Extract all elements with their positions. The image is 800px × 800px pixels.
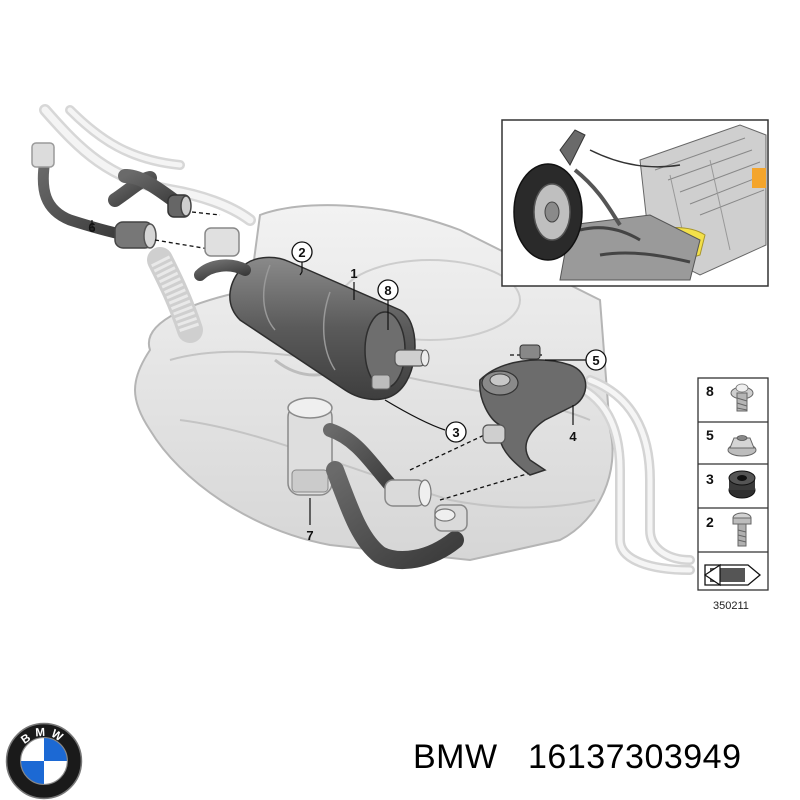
footer-part-number: 16137303949 [528, 738, 742, 776]
callout-8: 8 [384, 283, 391, 298]
hose-6 [31, 142, 192, 249]
callout-6: 6 [88, 220, 95, 235]
callouts: 2 1 8 5 3 4 6 7 [88, 220, 607, 543]
callout-2: 2 [298, 245, 305, 260]
nut-icon [727, 435, 757, 457]
legend-number-5: 5 [706, 427, 714, 443]
pump-hose [323, 423, 468, 569]
callout-4: 4 [569, 429, 577, 444]
diagnosis-pump [287, 397, 333, 496]
direction-arrow-icon [703, 563, 762, 587]
carbon-canister [194, 227, 430, 401]
callout-7: 7 [306, 528, 313, 543]
right-pipes [555, 375, 695, 575]
bmw-logo: BMW [5, 722, 83, 800]
callout-5: 5 [592, 353, 599, 368]
hardware-legend: 8 5 3 2 [697, 377, 769, 612]
grommet-icon [728, 470, 756, 499]
reference-code: 350211 [713, 600, 749, 612]
callout-1: 1 [350, 266, 357, 281]
vehicle-location-inset [501, 119, 769, 287]
legend-number-3: 3 [706, 471, 714, 487]
legend-number-8: 8 [706, 383, 714, 399]
footer-brand: BMW [413, 738, 498, 776]
legend-number-2: 2 [706, 514, 714, 530]
screw-icon [730, 383, 754, 412]
bolt-icon [732, 512, 752, 547]
callout-3: 3 [452, 425, 459, 440]
